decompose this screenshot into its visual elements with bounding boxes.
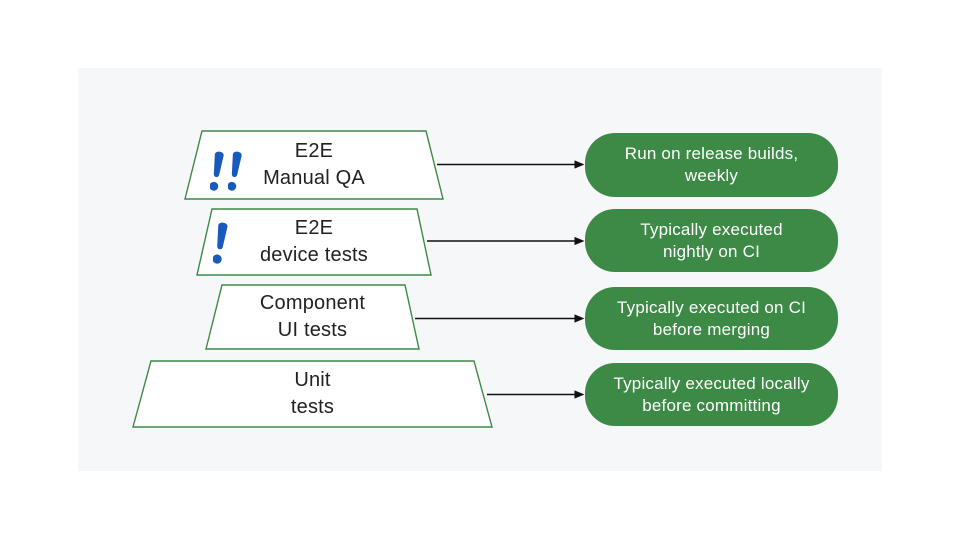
note-line-2: before merging bbox=[652, 319, 771, 339]
trapezoid-shape bbox=[132, 360, 493, 428]
label-line-1: E2E bbox=[294, 140, 334, 162]
diagram-panel: E2E Manual QA E2E device tests Componen bbox=[78, 68, 882, 471]
trapezoid-shape bbox=[196, 208, 432, 276]
note-line-2: before committing bbox=[642, 395, 781, 415]
label-line-1: E2E bbox=[294, 217, 334, 239]
trapezoid-component-ui-tests: Component UI tests bbox=[205, 284, 420, 350]
label-line-2: device tests bbox=[259, 244, 368, 266]
label-line-1: Unit bbox=[294, 369, 331, 391]
trapezoid-label: Component UI tests bbox=[205, 284, 420, 350]
note-line-1: Typically executed on CI bbox=[616, 297, 807, 317]
label-line-2: UI tests bbox=[277, 319, 348, 341]
note-pill-component-ui-tests: Typically executed on CI before merging bbox=[585, 287, 838, 350]
double-exclamation-icon bbox=[210, 150, 242, 192]
trapezoid-shape bbox=[184, 130, 444, 200]
trapezoid-label: Unit tests bbox=[132, 360, 493, 428]
exclamation-icon bbox=[213, 221, 228, 265]
trapezoid-unit-tests: Unit tests bbox=[132, 360, 493, 428]
note-line-2: weekly bbox=[684, 166, 739, 185]
note-line-1: Run on release builds, bbox=[624, 144, 799, 163]
note-pill-e2e-device-tests: Typically executed nightly on CI bbox=[585, 209, 838, 272]
note-pill-unit-tests: Typically executed locally before commit… bbox=[585, 363, 838, 426]
note-line-2: nightly on CI bbox=[662, 241, 761, 261]
trapezoid-shape bbox=[205, 284, 420, 350]
label-line-1: Component bbox=[259, 292, 366, 314]
label-line-2: Manual QA bbox=[263, 167, 365, 189]
trapezoid-label: E2E Manual QA bbox=[184, 130, 444, 200]
trapezoid-e2e-manual-qa: E2E Manual QA bbox=[184, 130, 444, 200]
trapezoid-e2e-device-tests: E2E device tests bbox=[196, 208, 432, 276]
label-line-2: tests bbox=[290, 396, 335, 418]
trapezoid-label: E2E device tests bbox=[196, 208, 432, 276]
note-pill-e2e-manual-qa: Run on release builds, weekly bbox=[585, 133, 838, 197]
note-line-1: Typically executed locally bbox=[613, 373, 810, 393]
note-line-1: Typically executed bbox=[640, 219, 783, 239]
